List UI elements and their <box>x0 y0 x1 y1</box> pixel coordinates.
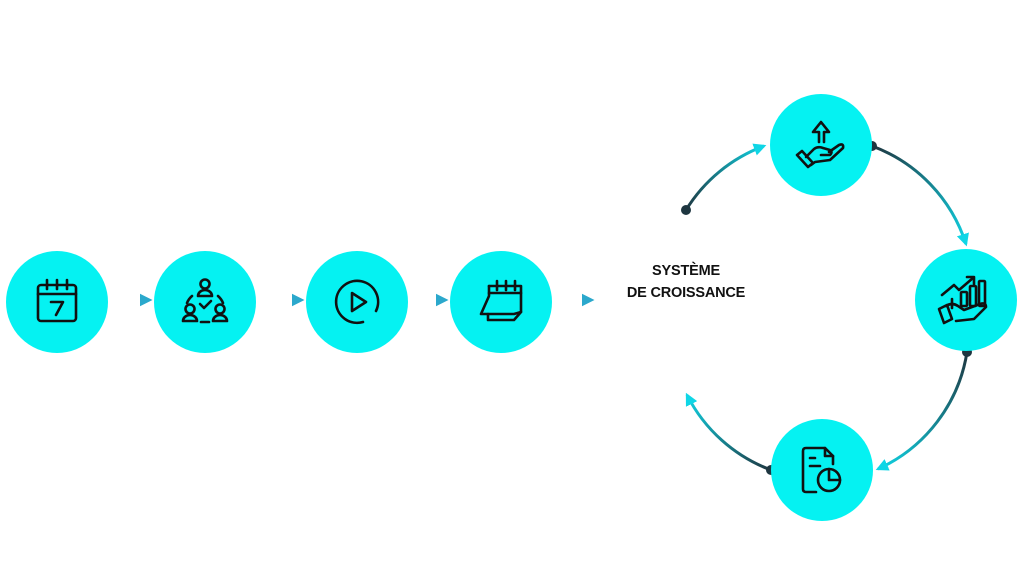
step-3-node <box>306 251 408 353</box>
diagram-title-line-1: SYSTÈME <box>652 263 720 279</box>
arc-left-to-top-start-dot <box>681 205 691 215</box>
hand-growth-chart-icon <box>937 275 988 325</box>
step-2-node <box>154 251 256 353</box>
cycle-top-node <box>770 94 872 196</box>
arc-right-to-bottom <box>875 351 969 471</box>
arc-left-to-top <box>684 143 767 211</box>
hand-upload-icon <box>795 120 845 169</box>
diagram-title: SYSTÈME DE CROISSANCE <box>600 260 772 304</box>
calendar-page-icon <box>479 279 523 322</box>
report-pie-icon <box>801 446 842 494</box>
play-circle-icon <box>334 279 380 325</box>
diagram-title-line-2: DE CROISSANCE <box>626 285 746 301</box>
arc-top-to-right <box>871 144 969 247</box>
cycle-right-node <box>915 249 1017 351</box>
team-collaboration-icon <box>181 278 229 324</box>
step-1-node <box>6 251 108 353</box>
arc-bottom-to-left <box>685 392 772 472</box>
cycle-bottom-node <box>771 419 873 521</box>
step-4-node <box>450 251 552 353</box>
calendar-7-icon <box>36 278 78 323</box>
